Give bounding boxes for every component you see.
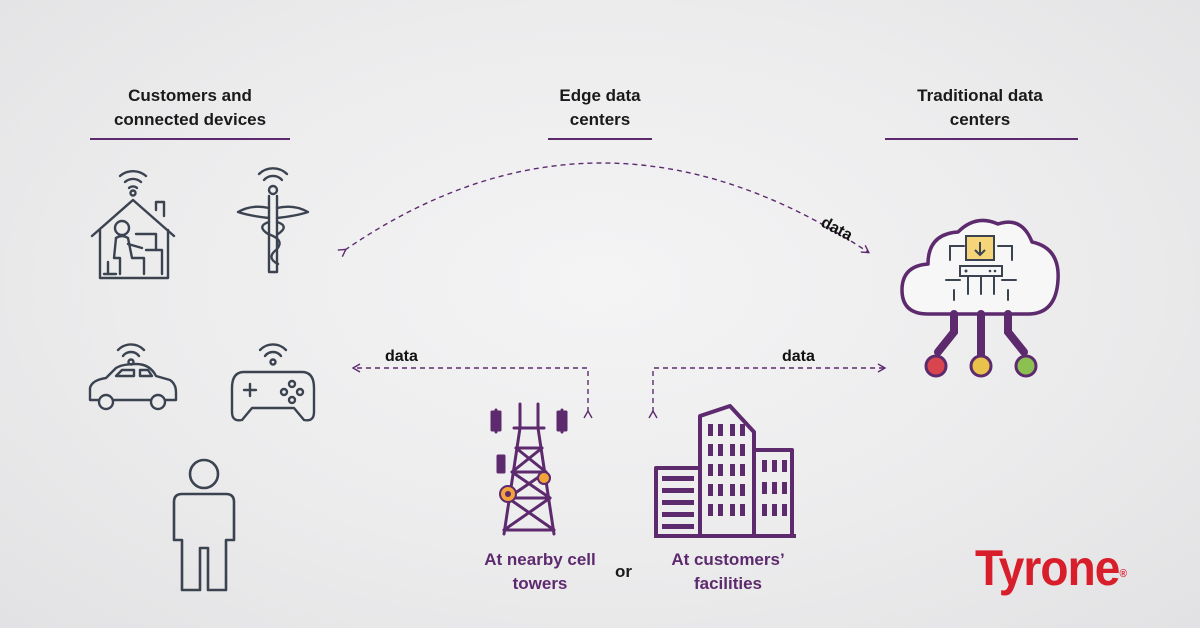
cloud-server-icon xyxy=(900,218,1060,378)
right-arrow xyxy=(648,363,887,419)
edge-header-line-1: Edge data xyxy=(559,86,641,105)
facilities-caption: At customers’ facilities xyxy=(648,548,808,596)
traditional-header: Traditional data centers xyxy=(880,84,1080,132)
edge-header: Edge data centers xyxy=(500,84,700,132)
facilities-caption-line-1: At customers’ xyxy=(671,550,785,569)
customers-header-line-2: connected devices xyxy=(113,110,267,129)
person-icon xyxy=(172,458,236,592)
left-data-label: data xyxy=(385,348,418,365)
right-data-label: data xyxy=(782,348,815,365)
cell-towers-caption: At nearby cell towers xyxy=(455,548,625,596)
caduceus-icon xyxy=(236,167,310,274)
traditional-header-rule xyxy=(885,138,1078,140)
game-controller-icon xyxy=(230,343,316,422)
traditional-header-line-2: centers xyxy=(949,110,1011,129)
customers-header-line-1: Customers and xyxy=(128,86,252,105)
cell-tower-icon xyxy=(490,402,568,536)
connected-car-icon xyxy=(88,343,178,411)
home-office-icon xyxy=(90,170,176,280)
traditional-header-line-1: Traditional data xyxy=(917,86,1043,105)
left-arrow xyxy=(351,363,593,419)
edge-header-line-2: centers xyxy=(569,110,631,129)
customers-header: Customers and connected devices xyxy=(90,84,290,132)
edge-header-rule xyxy=(548,138,652,140)
or-label: or xyxy=(615,562,632,581)
customers-header-rule xyxy=(90,138,290,140)
cell-towers-caption-line-2: towers xyxy=(512,574,568,593)
logo-registered-mark: ® xyxy=(1119,568,1126,580)
cell-towers-caption-line-1: At nearby cell xyxy=(484,550,596,569)
logo-text: Tyrone xyxy=(975,540,1120,596)
arc-arrow xyxy=(337,162,871,257)
office-buildings-icon xyxy=(654,404,796,538)
tyrone-logo: Tyrone® xyxy=(975,540,1127,596)
facilities-caption-line-2: facilities xyxy=(693,574,763,593)
